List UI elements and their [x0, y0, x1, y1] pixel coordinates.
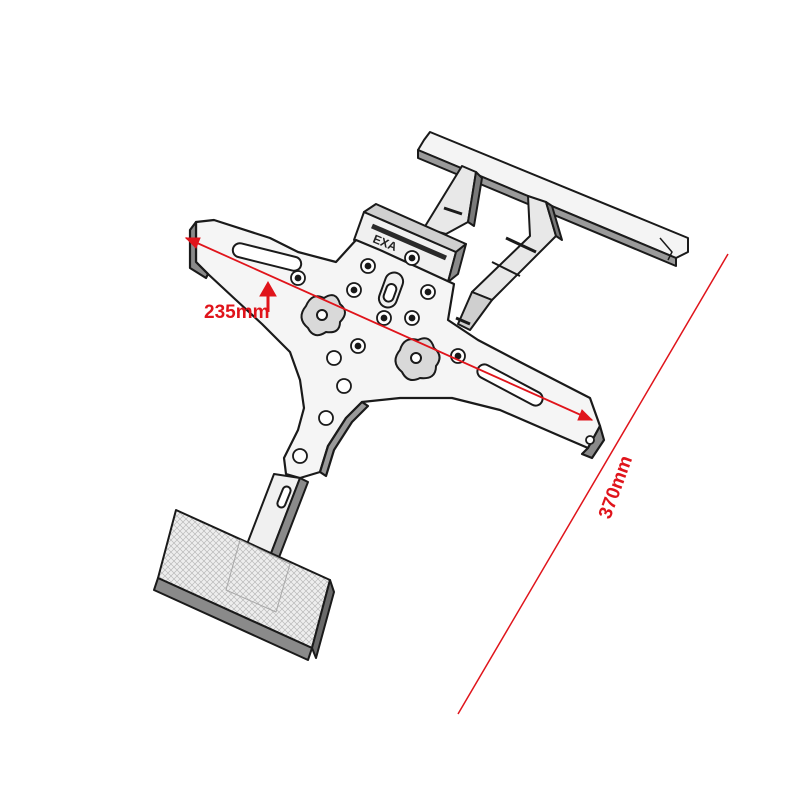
reflector: [153, 509, 335, 661]
support-arms: [423, 165, 563, 331]
hole: [336, 378, 352, 394]
mounting-holes: [290, 250, 595, 464]
length-dimension: [457, 253, 729, 715]
width-arrowhead-right: [577, 409, 594, 421]
stem: [243, 473, 309, 561]
width-dimension-label: 235mm: [204, 302, 270, 323]
width-dimension: [184, 237, 594, 421]
hole: [326, 350, 342, 366]
left-wing-slot: [231, 242, 303, 272]
width-arrowhead-left: [184, 237, 201, 249]
center-slot: [377, 271, 405, 309]
hole: [318, 410, 334, 426]
length-dimension-label: 370mm: [595, 453, 637, 522]
wing-slots: [231, 242, 544, 407]
width-dimension-line: [185, 237, 593, 421]
width-pointer-arrowhead: [259, 280, 277, 297]
length-dimension-line: [457, 253, 729, 715]
hole: [292, 448, 308, 464]
hole: [585, 435, 595, 445]
